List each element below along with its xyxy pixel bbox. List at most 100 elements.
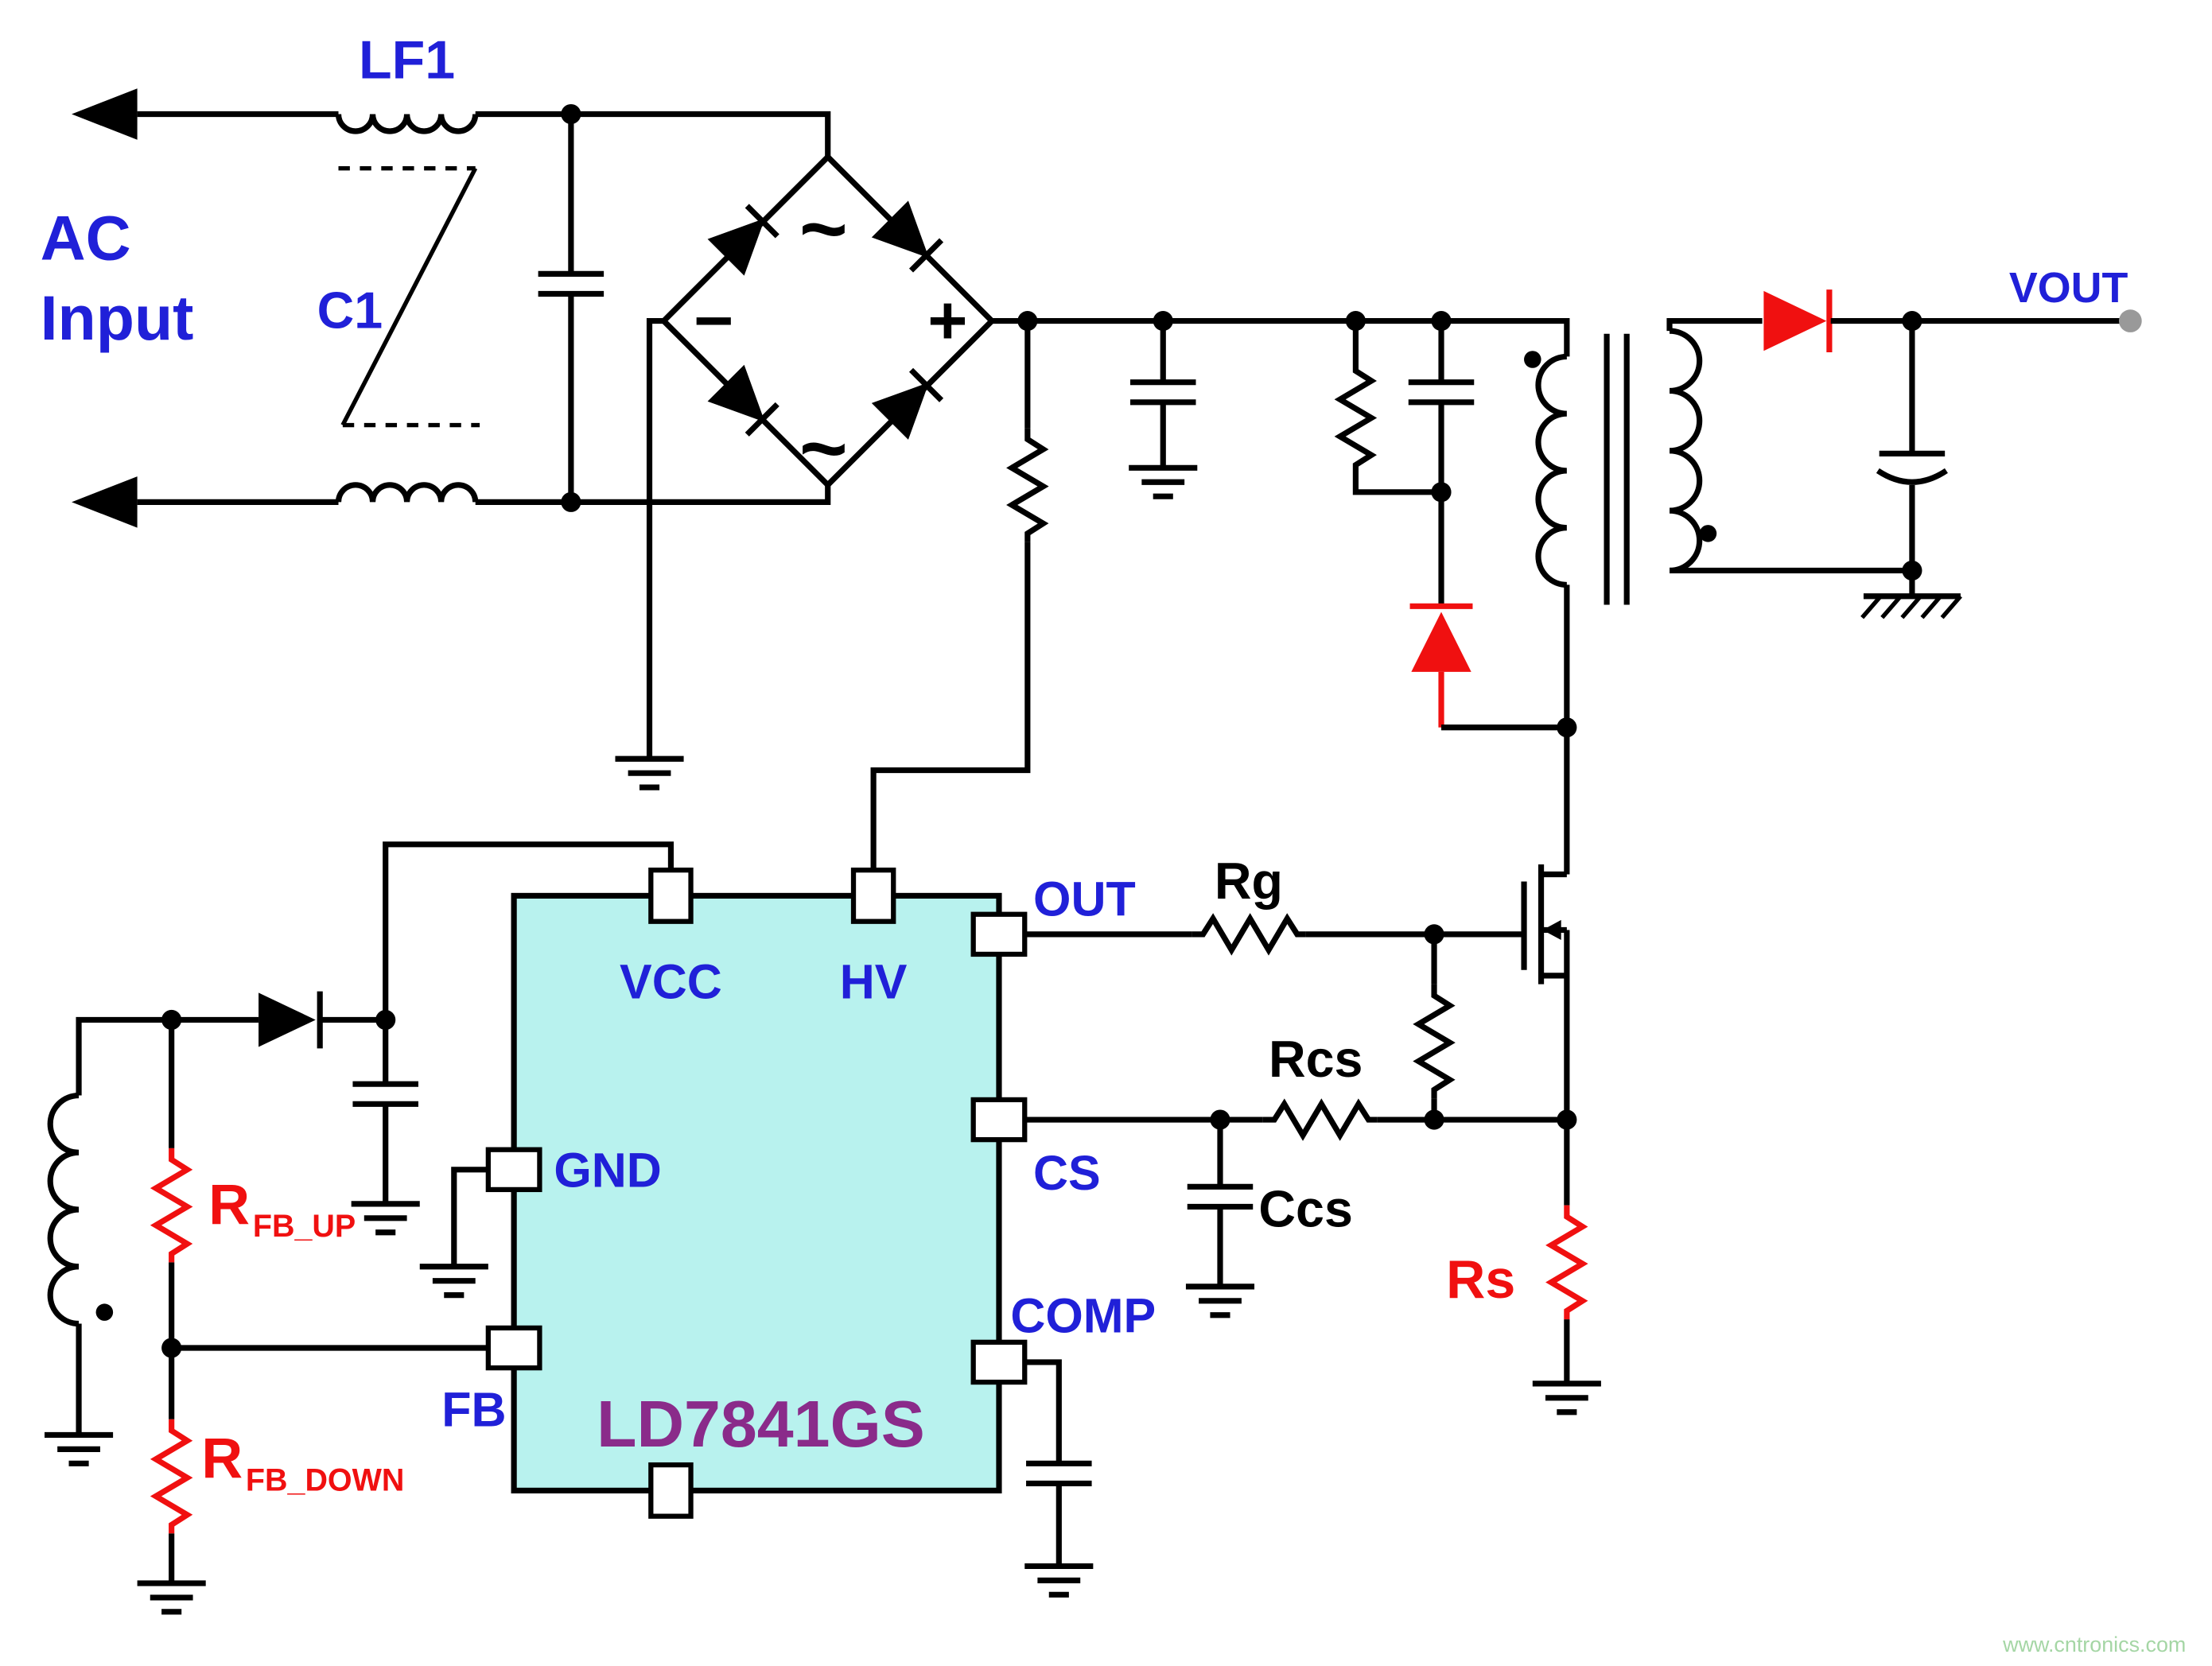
gnd-pin-branch [420,1167,488,1295]
c1-label: C1 [317,282,383,340]
junction-dot [1431,311,1452,332]
rcs-label: Rcs [1269,1031,1363,1088]
snubber-capacitor [1409,383,1475,402]
secondary-top-wire [1666,317,1763,332]
ic-body [511,892,1002,1493]
bridge-outline [659,153,997,489]
ground-icon [1024,1566,1093,1594]
feedback-divider: R FB_UP R FB_DOWN [138,1019,488,1611]
secondary-winding [1669,328,1703,574]
rs-resistor [1551,1206,1582,1319]
hv-resistor [1012,428,1043,542]
rg-label: Rg [1215,852,1283,910]
dc-rail-wire [992,317,1570,357]
mosfet-arrow-icon [1542,919,1561,941]
ac-wires [137,111,831,505]
c1-core-diagonal [340,167,478,426]
junction-dot [1153,311,1173,332]
primary-winding [1535,353,1567,588]
gnd-pin-label: GND [554,1143,661,1197]
snubber-wires [1352,320,1444,607]
rfb-up-resistor [156,1148,187,1262]
output-rectifier: VOUT [1763,264,2142,353]
pin-out [970,911,1028,957]
output-cap-leads [1879,320,1946,571]
gnd-pin-wire [451,1167,488,1267]
ac-label-line2: Input [41,283,194,353]
rfb-up-label-sub: FB_UP [253,1209,356,1244]
gate-drive: Rg [1024,852,1525,1120]
aux-vcc-supply [45,841,674,1463]
primary-polarity-dot [1524,351,1541,368]
vcc-trace [383,841,674,1020]
aux-wires [76,1016,172,1435]
rs-label: Rs [1446,1249,1515,1310]
pin-hv [850,867,896,924]
pin-cs [970,1097,1028,1143]
bridge-rectifier: ~ ~ − + [615,153,997,787]
flyback-transformer [1524,317,1912,875]
watermark: www.cntronics.com [2002,1633,2186,1656]
junction-dot [1902,311,1922,332]
sense-resistor-branch: Rs [1446,1206,1601,1412]
x-capacitor [538,274,605,293]
ccs-label: Ccs [1258,1181,1352,1238]
lf1-label: LF1 [359,30,455,91]
pin-vcc [648,867,694,924]
ground-icon [420,1267,488,1295]
lf1-coil-bottom [335,482,479,503]
secondary-polarity-dot [1699,525,1717,542]
lf1-coil-top [335,114,479,134]
ground-icon [1129,468,1197,496]
bridge-ac-top-label: ~ [799,183,848,275]
vcc-capacitor [352,1084,418,1104]
output-cap-curved-plate [1876,468,1948,485]
junction-dot [1431,482,1452,503]
pin-comp [970,1339,1028,1385]
c1-core-dashes [338,165,480,428]
vout-terminal [2119,309,2142,332]
ac-input-section: AC Input LF1 C1 [41,30,831,528]
ground-icon [1533,1384,1601,1412]
hv-wire [870,320,1031,871]
dc-rail [992,311,1570,357]
controller-ic: VCC HV OUT CS COMP GND FB LD7841GS [441,867,1156,1519]
transformer-core [1604,333,1630,605]
output-diode-icon [1763,290,1827,351]
junction-dot [1424,1109,1444,1130]
comp-pin-label: COMP [1010,1288,1156,1342]
junction-dot [561,103,581,125]
comp-wire [1024,1359,1062,1567]
ccs-capacitor [1188,1186,1254,1206]
pin-bottom [648,1462,694,1519]
rcs-resistor [1263,1104,1377,1135]
hv-startup-branch [870,320,1043,871]
current-sense: Rcs Ccs [1024,1031,1577,1315]
comp-network [1024,1359,1093,1594]
bulk-cap-branch [1129,320,1197,497]
ground-icon [615,759,683,787]
out-pin-label: OUT [1033,872,1136,926]
bridge-minus-label: − [694,282,733,359]
ac-arrow-bottom-icon [72,476,138,528]
junction-dot [1017,311,1038,332]
ground-icon [138,1583,206,1612]
bulk-capacitor [1130,383,1196,402]
secondary-ground-stem [1863,570,1961,600]
snubber-diode-icon [1411,612,1471,672]
vcc-diode-icon [259,992,316,1047]
rfb-down-label-sub: FB_DOWN [246,1462,404,1497]
snubber-clamp [1340,320,1577,738]
ic-part-number: LD7841GS [597,1388,925,1461]
ground-icon [352,1204,420,1233]
ac-arrow-top-icon [72,88,138,140]
power-mosfet [1521,864,1570,1206]
rfb-down-label-base: R [201,1427,243,1490]
rfb-up-label-base: R [208,1173,250,1237]
output-cap-branch [1860,320,1962,619]
cs-pin-label: CS [1033,1146,1101,1200]
bridge-minus-ground-wire [646,317,664,759]
ac-label-line1: AC [41,203,131,273]
rg-resistor [1192,918,1305,950]
ground-icon [45,1435,113,1463]
